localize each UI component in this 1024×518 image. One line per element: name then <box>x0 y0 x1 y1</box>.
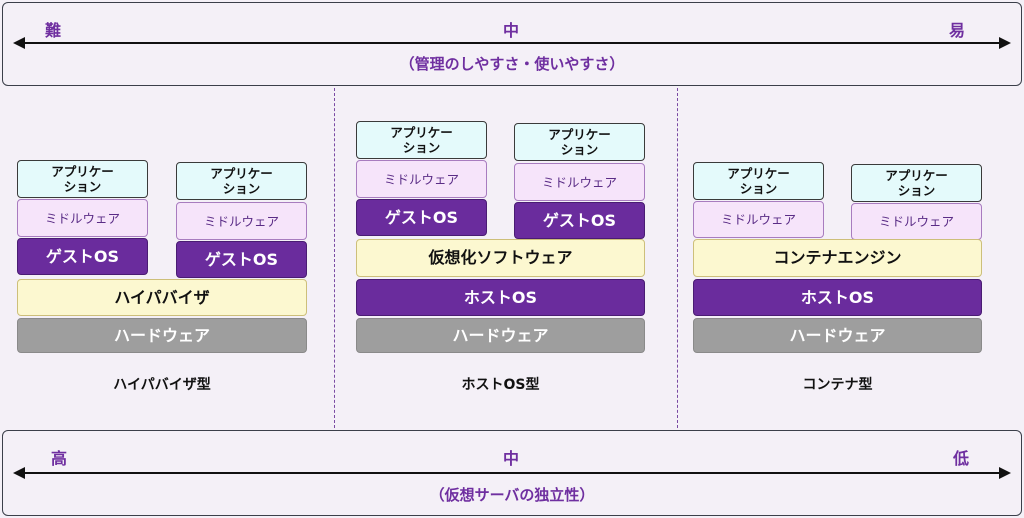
host-os-layer: ホストOS <box>693 279 982 316</box>
application-box: アプリケー ション <box>356 121 487 159</box>
application-box: アプリケー ション <box>17 160 148 198</box>
guest-os-box: ゲストOS <box>356 199 487 236</box>
scale-caption: （管理のしやすさ・使いやすさ） <box>399 55 625 73</box>
container-engine-layer: コンテナエンジン <box>693 239 982 277</box>
architecture-label: ホストOS型 <box>461 377 540 393</box>
hardware-layer: ハードウェア <box>17 318 307 353</box>
double-arrow-icon <box>13 37 1011 49</box>
middleware-box: ミドルウェア <box>356 160 487 198</box>
scale-right-label: 易 <box>949 21 966 40</box>
hypervisor-layer: ハイパバイザ <box>17 279 307 316</box>
middleware-box: ミドルウェア <box>693 201 824 238</box>
guest-os-box: ゲストOS <box>17 238 148 275</box>
application-box: アプリケー ション <box>693 162 824 200</box>
application-box: アプリケー ション <box>176 162 307 200</box>
column-divider <box>334 88 335 428</box>
application-box: アプリケー ション <box>514 123 645 161</box>
middleware-box: ミドルウェア <box>17 199 148 237</box>
double-arrow-icon <box>13 467 1011 479</box>
scale-right-label: 低 <box>953 449 970 468</box>
scale-center-label: 中 <box>503 21 520 40</box>
middleware-box: ミドルウェア <box>851 203 982 240</box>
architecture-label: コンテナ型 <box>802 377 873 393</box>
guest-os-box: ゲストOS <box>514 202 645 239</box>
middleware-box: ミドルウェア <box>176 202 307 240</box>
hardware-layer: ハードウェア <box>693 318 982 353</box>
middleware-box: ミドルウェア <box>514 163 645 201</box>
scale-left-label: 難 <box>45 21 62 40</box>
server-independence-scale: 高 中 低 （仮想サーバの独立性） <box>2 430 1022 516</box>
ease-of-management-scale: 難 中 易 （管理のしやすさ・使いやすさ） <box>2 2 1022 86</box>
scale-caption: （仮想サーバの独立性） <box>429 486 595 504</box>
scale-center-label: 中 <box>503 449 520 468</box>
guest-os-box: ゲストOS <box>176 241 307 278</box>
column-divider <box>677 88 678 428</box>
hardware-layer: ハードウェア <box>356 318 645 353</box>
architecture-label: ハイパバイザ型 <box>113 377 211 393</box>
host-os-layer: ホストOS <box>356 279 645 316</box>
virtualization-software-layer: 仮想化ソフトウェア <box>356 239 645 277</box>
application-box: アプリケー ション <box>851 164 982 202</box>
scale-left-label: 高 <box>51 449 68 468</box>
